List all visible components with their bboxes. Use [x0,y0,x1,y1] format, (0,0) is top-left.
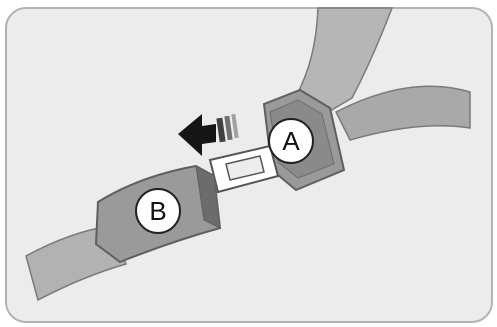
callout-a-label: A [282,126,300,156]
callout-b: B [136,189,180,233]
callout-b-label: B [149,196,166,226]
callout-a: A [269,119,313,163]
